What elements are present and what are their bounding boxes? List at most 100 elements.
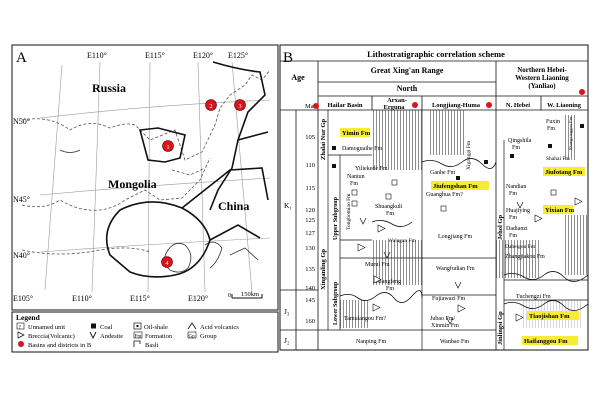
svg-text:Fm: Fm: [509, 233, 517, 239]
svg-text:120: 120: [305, 207, 315, 214]
map-marker[interactable]: 2: [205, 99, 217, 111]
svg-text:135: 135: [305, 266, 315, 273]
svg-text:Ganhe Fm: Ganhe Fm: [430, 170, 455, 176]
panel-b-letter: B: [283, 50, 293, 66]
svg-text:145: 145: [305, 297, 315, 304]
legend: Legend ? Unnamed unit Coal Oil-shale Aci…: [11, 311, 279, 353]
svg-text:Tongbomiao Fm: Tongbomiao Fm: [346, 193, 352, 230]
svg-text:130: 130: [305, 245, 315, 252]
svg-text:Andesite: Andesite: [100, 333, 123, 340]
lon-label-bottom: E120°: [188, 294, 208, 303]
svg-text:Basins and districts in B: Basins and districts in B: [28, 342, 92, 349]
svg-text:125: 125: [305, 217, 315, 224]
map-marker[interactable]: 1: [162, 140, 174, 152]
svg-text:Western Liaoning: Western Liaoning: [515, 74, 569, 82]
svg-text:Fm: Fm: [512, 145, 520, 151]
svg-text:Fm: Fm: [509, 215, 517, 221]
coal-icon: [91, 323, 96, 329]
svg-text:Jubao Fm/: Jubao Fm/: [430, 316, 456, 322]
svg-text:Jixiangfeng: Jixiangfeng: [373, 278, 401, 285]
svg-text:Jinlingsi Gp: Jinlingsi Gp: [497, 311, 504, 345]
country-borders: [21, 69, 271, 255]
basin-marker-icon: [18, 341, 24, 347]
svg-text:Haifanggou Fm: Haifanggou Fm: [524, 338, 568, 345]
lat-label: N40°: [13, 251, 30, 260]
svg-text:Acid volcanics: Acid volcanics: [200, 324, 239, 331]
svg-text:Nandian: Nandian: [506, 184, 526, 190]
svg-text:160: 160: [305, 318, 315, 325]
svg-text:Dabeigou Fm: Dabeigou Fm: [505, 244, 536, 250]
svg-text:Zhangjiakou Fm: Zhangjiakou Fm: [505, 254, 545, 260]
svg-text:3: 3: [238, 103, 241, 110]
svg-text:Fm: Fm: [547, 126, 555, 132]
lat-label: N45°: [13, 195, 30, 204]
map-marker[interactable]: 3: [234, 99, 246, 111]
lon-label-bottom: E110°: [72, 294, 92, 303]
svg-text:105: 105: [305, 134, 315, 141]
svg-text:Erguna: Erguna: [384, 104, 406, 111]
svg-text:Damoguaihe Fm: Damoguaihe Fm: [342, 146, 382, 152]
svg-text:N. Hebei: N. Hebei: [506, 102, 530, 109]
svg-text:Walagan Fm: Walagan Fm: [388, 238, 417, 244]
svg-text:(Yanliao): (Yanliao): [528, 82, 556, 90]
svg-text:Fm: Fm: [350, 181, 358, 187]
svg-text:Arxan-: Arxan-: [387, 97, 407, 104]
breccia-icon: [17, 331, 25, 339]
header-age: Age: [291, 73, 305, 82]
svg-text:Shahai Fm: Shahai Fm: [546, 156, 570, 162]
header-north: North: [397, 84, 418, 93]
basin-outlines: [105, 61, 269, 278]
svg-text:Qingshila: Qingshila: [508, 138, 532, 144]
svg-text:Guanghua Fm?: Guanghua Fm?: [426, 192, 463, 198]
svg-text:Yiliekede Fm: Yiliekede Fm: [355, 166, 388, 172]
svg-text:Dadianzi: Dadianzi: [506, 226, 528, 232]
svg-text:Tuchengzi Fm: Tuchengzi Fm: [516, 294, 551, 300]
svg-text:Tiaojishan Fm: Tiaojishan Fm: [529, 313, 570, 320]
svg-text:Zhalai Nur Gp: Zhalai Nur Gp: [320, 119, 327, 160]
svg-text:Lower Subgroup: Lower Subgroup: [333, 281, 339, 325]
svg-text:?: ?: [19, 325, 22, 331]
svg-text:Fm: Fm: [135, 334, 142, 339]
svg-text:Yimin Fm: Yimin Fm: [342, 130, 371, 137]
map-marker[interactable]: 4: [161, 256, 173, 268]
panel-a: A E110° E115° E120° E125° N50° N45° N40°…: [11, 44, 279, 311]
svg-text:Shuangkuli: Shuangkuli: [375, 204, 403, 210]
svg-text:2: 2: [209, 103, 212, 110]
svg-text:Fm: Fm: [386, 211, 394, 217]
svg-text:Shangxinggou Fm: Shangxinggou Fm: [568, 116, 573, 150]
svg-text:K₁: K₁: [284, 201, 292, 210]
chart-title: Lithostratigraphic correlation scheme: [367, 49, 505, 59]
svg-text:115: 115: [305, 185, 315, 192]
legend-title: Legend: [16, 313, 41, 322]
svg-text:Tamulangou Fm?: Tamulangou Fm?: [344, 316, 386, 322]
svg-text:Baslt: Baslt: [145, 342, 159, 349]
panel-b: B Lithostratigraphic correlation scheme …: [279, 44, 589, 351]
basalt-icon: [133, 340, 141, 347]
country-russia: Russia: [92, 81, 126, 95]
lon-label-top: E110°: [87, 51, 107, 60]
svg-text:Fm: Fm: [509, 191, 517, 197]
svg-text:4: 4: [165, 260, 169, 267]
svg-text:J₃: J₃: [284, 307, 290, 316]
svg-text:Xinmin Fm: Xinmin Fm: [431, 323, 459, 329]
svg-text:W. Liaoning: W. Liaoning: [547, 102, 582, 109]
svg-text:127: 127: [305, 230, 316, 237]
svg-text:Oil-shale: Oil-shale: [144, 324, 168, 331]
lon-label-top: E115°: [145, 51, 165, 60]
svg-text:Nantun: Nantun: [347, 174, 365, 180]
svg-text:Longjiang Fm: Longjiang Fm: [438, 234, 472, 240]
svg-text:Upper Subgroup: Upper Subgroup: [333, 196, 339, 240]
header-ma: Ma: [305, 103, 314, 110]
svg-text:Fm: Fm: [386, 286, 394, 292]
header-gxr: Great Xing'an Range: [371, 66, 444, 75]
svg-text:0: 0: [228, 292, 231, 299]
svg-text:Gp: Gp: [189, 334, 196, 339]
header-hailar: Hailar Basin: [327, 102, 362, 109]
svg-text:Jehol Gp: Jehol Gp: [497, 215, 504, 240]
svg-text:Nanping Fm: Nanping Fm: [356, 339, 387, 345]
lon-label-top: E120°: [193, 51, 213, 60]
country-china: China: [218, 199, 249, 213]
svg-text:140: 140: [305, 285, 315, 292]
panel-a-letter: A: [16, 50, 27, 66]
svg-text:Jiufengshan Fm: Jiufengshan Fm: [433, 183, 478, 190]
